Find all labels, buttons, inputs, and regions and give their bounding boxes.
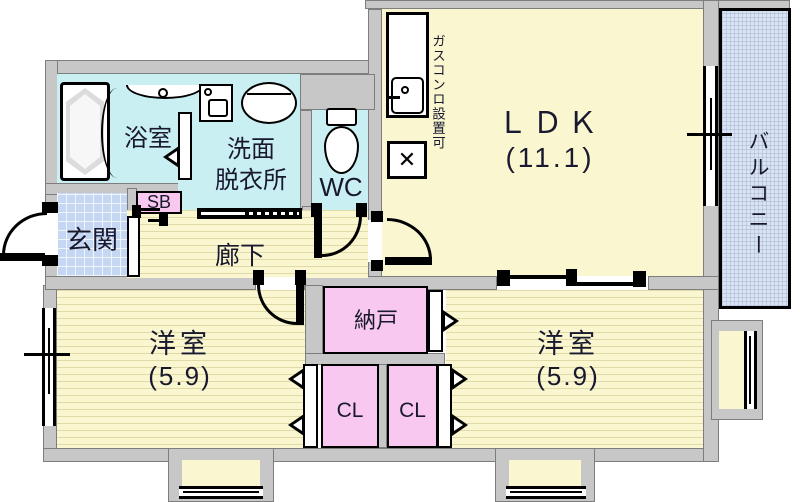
sliding-door-panel — [633, 271, 646, 287]
bedroom-left-label: 洋室 — [149, 329, 211, 359]
gas-stove-note: ガスコンロ設置可 — [430, 34, 445, 150]
ldk-size-label: (11.1) — [505, 142, 595, 173]
ldk-door-leaf — [385, 257, 432, 265]
wall — [45, 276, 256, 290]
bay-window-glass-line — [510, 491, 582, 493]
sliding-door-line — [201, 212, 245, 215]
shoe-box-label: SB — [146, 192, 171, 212]
door-jamb — [371, 211, 383, 222]
closet-left — [321, 364, 379, 448]
door-jamb — [253, 270, 264, 285]
door-opening — [368, 220, 382, 262]
folding-door-arrow-core — [445, 315, 454, 327]
window-pane-line — [48, 328, 50, 394]
folding-door-arrow-core — [293, 373, 302, 385]
wash-basin-ledge — [247, 93, 291, 95]
sliding-door-panel — [497, 270, 510, 286]
door-jamb — [42, 202, 58, 213]
window-cross-mark — [687, 133, 732, 136]
folding-door-arrow-core — [293, 419, 302, 431]
front-door-leaf — [0, 253, 45, 261]
door-jamb — [311, 203, 322, 217]
bathtub-highlight-inner — [70, 94, 100, 169]
door-opening — [45, 212, 58, 256]
balcony-label: バルコニー — [746, 130, 769, 260]
toilet-bowl-icon — [324, 126, 359, 174]
entrance-label: 玄関 — [65, 225, 118, 255]
sliding-door-panel — [566, 269, 577, 286]
sliding-door-rail — [577, 282, 635, 286]
bay-window-bottom-right — [509, 460, 581, 488]
closet-right-label: CL — [399, 399, 426, 422]
bath-door — [178, 112, 192, 180]
door-jamb — [42, 255, 58, 266]
bay-window-right — [719, 331, 747, 409]
bathroom-label: 浴室 — [124, 125, 172, 152]
washing-machine-tub — [208, 99, 228, 117]
sliding-door-dashes — [249, 212, 299, 215]
entrance-step — [127, 216, 140, 277]
kitchen-faucet-icon — [401, 86, 409, 94]
folding-door-arrow-core — [454, 419, 463, 431]
wall — [648, 276, 719, 290]
entrance-area — [57, 193, 127, 276]
kitchen-faucet-spout — [387, 96, 400, 99]
wall — [368, 9, 382, 222]
ldk-label: ＬＤＫ — [497, 107, 603, 140]
washroom-label: 洗面 脱衣所 — [203, 134, 299, 196]
bay-window-glass-line — [183, 491, 259, 493]
wash-basin-icon — [241, 82, 297, 124]
wall — [365, 0, 790, 9]
washroom-label-line1: 洗面 — [227, 136, 275, 163]
bay-window-left — [182, 460, 260, 488]
storage-room — [323, 286, 428, 354]
folding-door-arrow-core — [168, 151, 177, 163]
washing-machine-dial — [204, 88, 212, 96]
door-jamb — [295, 270, 306, 285]
wall — [300, 74, 375, 110]
washroom-label-line2: 脱衣所 — [215, 167, 287, 194]
wall — [378, 364, 387, 448]
wc-door-leaf — [314, 215, 322, 258]
closet-left-door — [303, 364, 318, 448]
bedroom-right-area — [446, 290, 703, 448]
bath-faucet-icon — [158, 88, 168, 98]
storage-label: 納戸 — [353, 308, 398, 333]
window-cross-mark — [24, 353, 70, 356]
gas-stove-icon: ✕ — [387, 141, 427, 179]
bedroom-left-door-leaf — [296, 282, 304, 325]
kitchen-sink-icon — [391, 77, 424, 114]
bedroom-right-label: 洋室 — [537, 329, 599, 359]
wall — [43, 448, 719, 462]
storage-door — [428, 290, 443, 352]
front-door-swing-arc — [2, 212, 47, 255]
closet-right-door — [437, 364, 452, 448]
bay-window-glass-line — [749, 336, 751, 404]
sliding-door-panel — [132, 205, 141, 218]
wall — [45, 60, 375, 74]
ldk-area — [382, 9, 703, 276]
bedroom-right-size-label: (5.9) — [536, 361, 600, 391]
sliding-door-rail — [510, 275, 568, 279]
bath-door-curve — [101, 88, 117, 178]
sliding-door-panel — [159, 213, 168, 226]
wc-label: WC — [319, 172, 363, 202]
toilet-tank-icon — [326, 108, 357, 126]
sliding-door-rail — [148, 219, 160, 222]
sliding-door-rail — [141, 208, 160, 211]
balcony-area — [719, 8, 791, 309]
folding-door-arrow-core — [454, 373, 463, 385]
door-jamb — [356, 203, 367, 217]
door-jamb — [371, 260, 383, 271]
bedroom-left-size-label: (5.9) — [148, 361, 212, 391]
corridor-label: 廊下 — [214, 242, 265, 270]
closet-left-label: CL — [336, 399, 364, 422]
bedroom-left-area — [57, 290, 305, 448]
